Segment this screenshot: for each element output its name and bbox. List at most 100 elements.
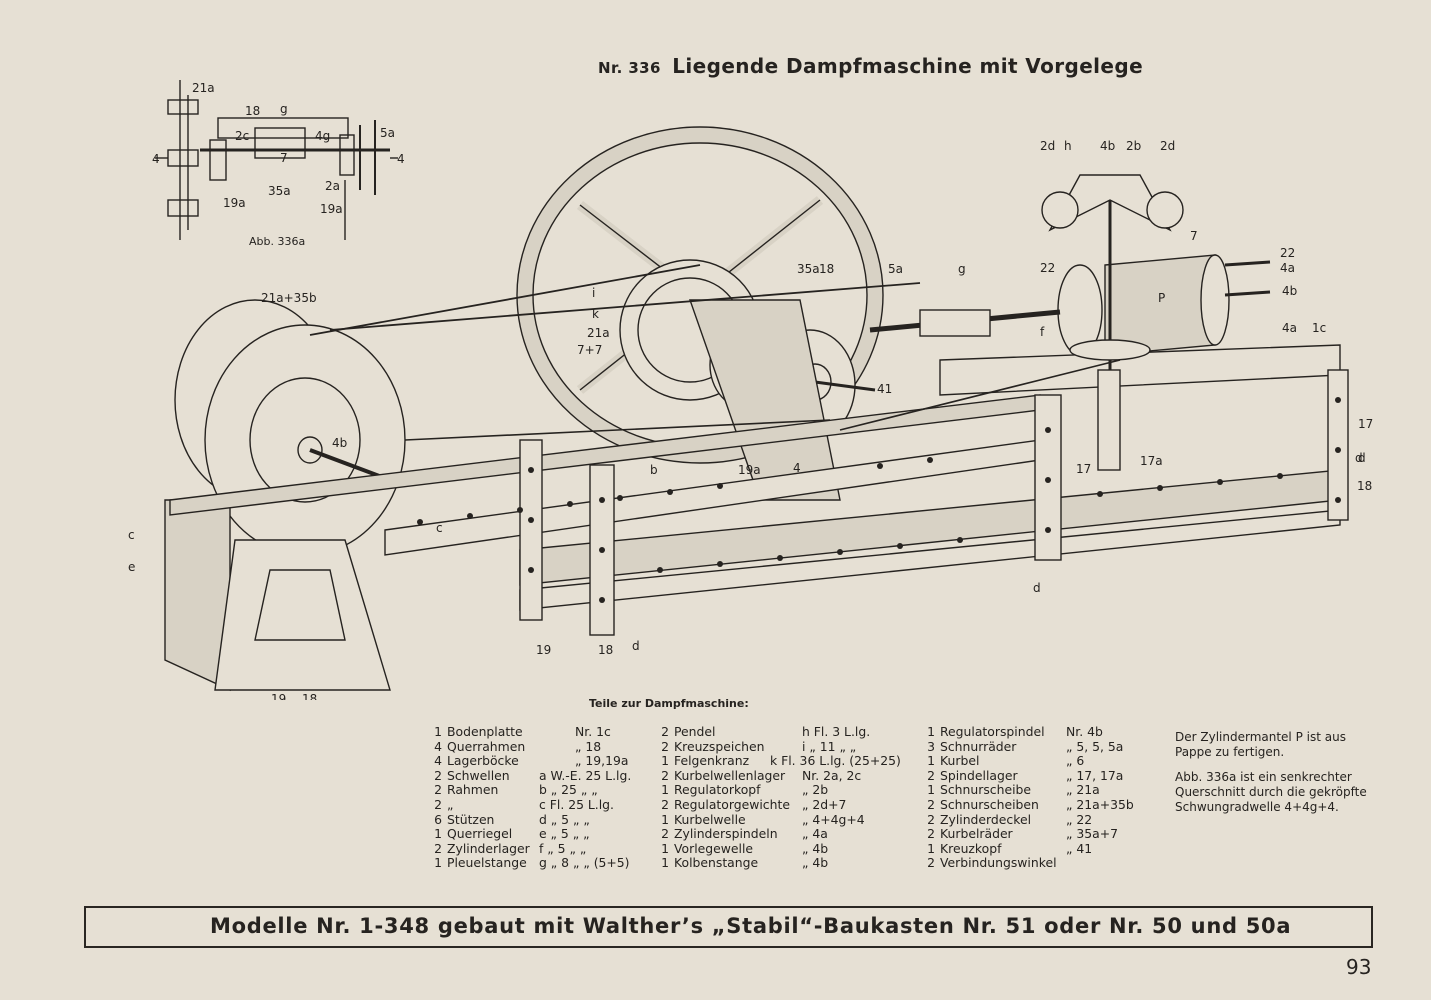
part-label: 35a — [268, 184, 291, 198]
part-label: g — [280, 102, 288, 116]
part-label: 19 — [536, 643, 551, 657]
part-label: 41 — [877, 382, 892, 396]
part-label: 4g — [315, 129, 330, 143]
part-label: 1c — [1312, 321, 1326, 335]
part-label: 18 — [302, 692, 317, 700]
page-title: Nr. 336 Liegende Dampfmaschine mit Vorge… — [598, 54, 1143, 78]
part-label: 7+7 — [577, 343, 602, 357]
part-label: 2a — [325, 179, 340, 193]
part-label: 18 — [598, 643, 613, 657]
page-number: 93 — [1346, 955, 1372, 979]
part-label: d — [1033, 581, 1041, 595]
cross-section-336a — [155, 80, 398, 240]
part-label: 2d — [1040, 139, 1055, 153]
part-label: 4a — [1282, 321, 1297, 335]
part-label: d — [1358, 451, 1366, 465]
part-label: 7 — [280, 151, 288, 165]
part-label: f — [1040, 325, 1045, 339]
part-label: 4b — [332, 436, 347, 450]
part-label: 4 — [793, 461, 801, 475]
part-label: 22 — [1280, 246, 1295, 260]
part-label: 19a — [738, 463, 761, 477]
part-label: c — [436, 521, 443, 535]
part-label: 21a+35b — [261, 291, 317, 305]
part-label: 4 — [152, 152, 160, 166]
section-note: Abb. 336a ist ein senkrechter Querschnit… — [1175, 770, 1367, 814]
model-title: Liegende Dampfmaschine mit Vorgelege — [672, 54, 1144, 78]
part-label: 5a — [380, 126, 395, 140]
figure-labels: 21a 18 g 2c 4g 5a 4 4 7 35a 2a 19a 19a 2… — [128, 81, 1373, 700]
part-label: 2c — [235, 129, 249, 143]
part-label: d — [632, 639, 640, 653]
part-label: P — [1158, 291, 1165, 305]
part-label: 4 — [397, 152, 405, 166]
part-label: 18 — [245, 104, 260, 118]
part-label: 18 — [1357, 479, 1372, 493]
part-label: 2b — [1126, 139, 1141, 153]
part-label: 21a — [192, 81, 215, 95]
rope-pulley — [204, 324, 406, 556]
steam-engine-illustration: 21a 18 g 2c 4g 5a 4 4 7 35a 2a 19a 19a 2… — [128, 80, 1373, 700]
part-label: 21a — [587, 326, 610, 340]
cylinder-note: Der Zylindermantel P ist aus Pappe zu fe… — [1175, 730, 1346, 759]
part-label: 4b — [1100, 139, 1115, 153]
part-label: 17 — [1358, 417, 1373, 431]
flywheel-rim — [517, 127, 883, 463]
part-label: 19a — [223, 196, 246, 210]
part-label: k — [592, 307, 599, 321]
part-label: 4b — [1282, 284, 1297, 298]
part-label: 17a — [1140, 454, 1163, 468]
part-label: 18 — [819, 262, 834, 276]
part-label: 22 — [1040, 261, 1055, 275]
part-label: 7 — [1190, 229, 1198, 243]
part-label: 17 — [1076, 462, 1091, 476]
footer-box: Modelle Nr. 1-348 gebaut mit Walther’s „… — [84, 906, 1373, 948]
part-label: h — [1064, 139, 1072, 153]
parts-heading: Teile zur Dampfmaschine: — [589, 697, 749, 710]
part-label: 4a — [1280, 261, 1295, 275]
part-label: d — [1355, 451, 1363, 465]
part-label: 35a — [797, 262, 820, 276]
part-label: b — [650, 463, 658, 477]
footer-text: Modelle Nr. 1-348 gebaut mit Walther’s „… — [210, 914, 1292, 938]
part-label: 19a — [320, 202, 343, 216]
part-label: 5a — [888, 262, 903, 276]
part-label: c — [128, 528, 135, 542]
part-label: e — [128, 560, 135, 574]
part-label: 19 — [271, 692, 286, 700]
part-label: 2d — [1160, 139, 1175, 153]
part-label: i — [592, 286, 595, 300]
